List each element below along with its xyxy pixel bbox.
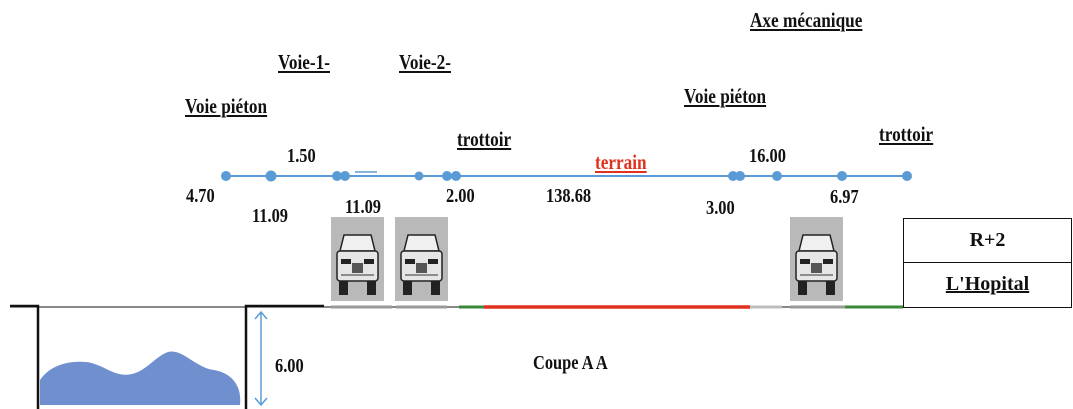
- dimension-point: [265, 170, 277, 182]
- dimension-label: 6.97: [830, 186, 859, 208]
- depth-label: 6.00: [275, 355, 304, 377]
- dimension-point: [902, 171, 912, 181]
- depth-arrow: [254, 310, 268, 407]
- car-icon: [790, 217, 843, 301]
- building-name: L'Hopital: [903, 262, 1072, 308]
- water-body: [40, 351, 241, 405]
- dimension-point: [772, 171, 782, 181]
- dimension-point: [728, 171, 738, 181]
- dimension-label: 16.00: [749, 145, 786, 167]
- ground-profile: [10, 304, 324, 409]
- dimension-label: 4.70: [186, 185, 215, 207]
- car-icon: [395, 217, 448, 301]
- dimension-label: 11.09: [252, 205, 289, 227]
- dimension-point: [221, 171, 231, 181]
- dimension-point: [414, 171, 424, 181]
- dimension-label: 1.50: [287, 145, 316, 167]
- dimension-label: 2.00: [446, 185, 475, 207]
- label-terrain: terrain: [595, 150, 647, 174]
- dimension-point: [837, 171, 847, 181]
- building-floors-label: R+2: [969, 229, 1006, 251]
- section-title: Coupe A A: [533, 352, 608, 374]
- dimension-label: 3.00: [706, 197, 735, 219]
- label-voie-2: Voie-2-: [399, 50, 451, 74]
- label-voie-pieton-left: Voie piéton: [185, 94, 268, 118]
- car-icon: [331, 217, 384, 301]
- label-voie-pieton-right: Voie piéton: [684, 84, 767, 108]
- dimension-points: [221, 170, 912, 182]
- label-trottoir-right: trottoir: [879, 122, 934, 146]
- dimension-label: 11.09: [345, 196, 382, 218]
- dimension-point: [340, 171, 350, 181]
- dimension-label: 138.68: [546, 185, 592, 207]
- label-trottoir-left: trottoir: [457, 127, 512, 151]
- building-name-label: L'Hopital: [945, 273, 1030, 295]
- label-axe-mecanique: Axe mécanique: [750, 8, 863, 32]
- dimension-point: [332, 171, 342, 181]
- building-floors: R+2: [903, 218, 1072, 264]
- dimension-point: [735, 171, 745, 181]
- dimension-point: [442, 171, 452, 181]
- label-voie-1: Voie-1-: [278, 50, 330, 74]
- dimension-point: [451, 171, 461, 181]
